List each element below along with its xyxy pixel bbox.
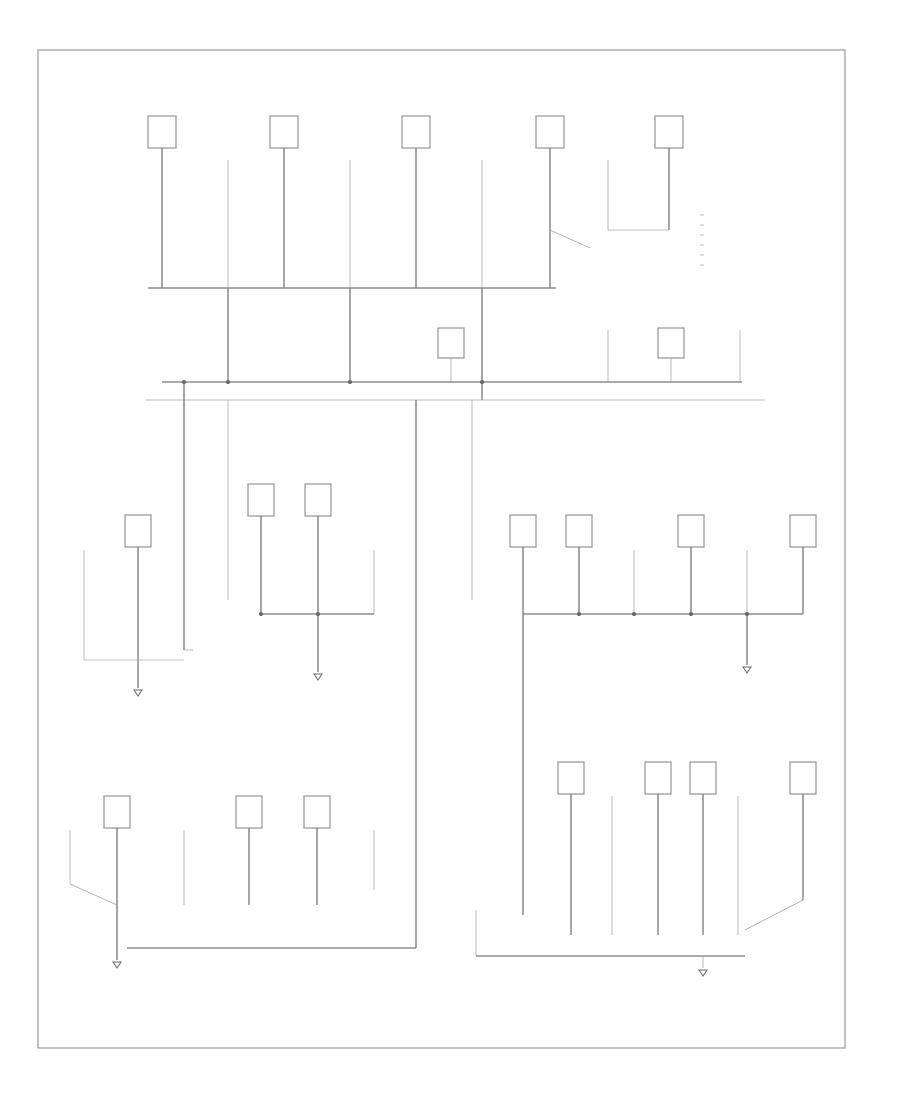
component-box-rm-2 <box>565 514 593 548</box>
component-box-left-3 <box>304 483 332 517</box>
component-box-rm-3 <box>677 514 705 548</box>
right-middle-section <box>509 514 817 915</box>
component-box-rb-2 <box>644 761 672 795</box>
component-box-5 <box>654 115 684 149</box>
ground-symbol-2 <box>313 673 323 681</box>
ground-symbol-1 <box>133 689 143 697</box>
left-middle-section <box>83 382 473 948</box>
top-component-row <box>147 115 684 149</box>
ground-symbol-3 <box>112 961 122 969</box>
component-box-bl-1 <box>103 795 131 829</box>
component-box-left-1 <box>124 514 152 548</box>
middle-switch-row <box>437 327 741 382</box>
legend <box>700 214 704 266</box>
component-box-bl-2 <box>235 795 263 829</box>
ground-symbol-5 <box>698 969 708 977</box>
top-row-wires <box>148 148 670 289</box>
component-box-3 <box>401 115 431 149</box>
ground-symbol-4 <box>742 666 752 674</box>
component-box-2 <box>269 115 299 149</box>
component-box-bl-3 <box>303 795 331 829</box>
component-box-mid-2 <box>657 327 685 359</box>
component-box-mid-1 <box>437 327 465 359</box>
component-box-rm-4 <box>789 514 817 548</box>
component-box-rb-1 <box>557 761 585 795</box>
component-box-rb-3 <box>689 761 717 795</box>
diagram-frame <box>37 49 846 1049</box>
right-bottom-section <box>475 761 817 977</box>
component-box-4 <box>535 115 565 149</box>
component-box-rb-4 <box>789 761 817 795</box>
component-box-1 <box>147 115 177 149</box>
component-box-left-2 <box>247 483 275 517</box>
main-ground-bus <box>145 288 765 401</box>
component-box-rm-1 <box>509 514 537 548</box>
left-bottom-section <box>69 795 416 969</box>
